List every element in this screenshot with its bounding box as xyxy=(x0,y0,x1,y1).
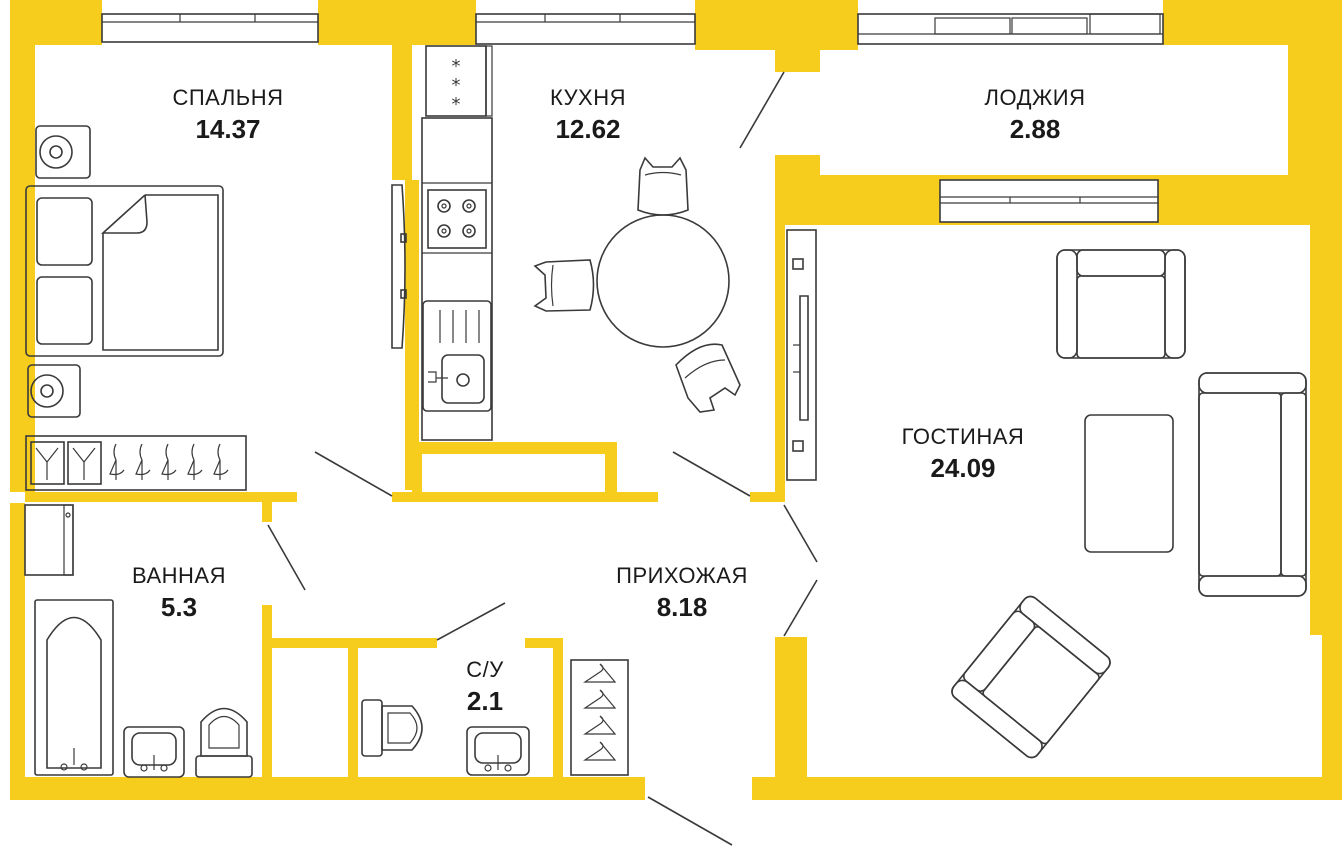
room-area: 14.37 xyxy=(195,114,261,144)
door-icon xyxy=(647,796,733,846)
hanger-icon xyxy=(583,663,617,683)
living-furniture xyxy=(786,229,1307,759)
bedroom-furniture xyxy=(25,125,407,491)
wardrobe-icon xyxy=(24,504,74,576)
hallway-furniture xyxy=(570,659,629,776)
hanger-icon xyxy=(583,715,617,735)
chair-icon xyxy=(675,343,741,413)
room-area: 24.09 xyxy=(930,453,996,483)
chair-icon xyxy=(637,156,689,216)
room-name: ЛОДЖИЯ xyxy=(984,85,1086,110)
sofa-icon xyxy=(1198,372,1307,597)
wc-furniture xyxy=(361,699,530,776)
window-icon xyxy=(939,179,1159,223)
stove-icon xyxy=(427,189,487,249)
windows xyxy=(101,13,1164,223)
door-icon xyxy=(739,71,785,149)
room-area: 5.3 xyxy=(160,592,198,622)
room-name: ВАННАЯ xyxy=(132,563,226,588)
hanger-icon xyxy=(583,689,617,709)
room-area: 2.88 xyxy=(1009,114,1061,144)
window-icon xyxy=(475,13,696,45)
kitchen-furniture: * * * xyxy=(421,45,741,441)
toilet-icon xyxy=(195,707,253,778)
room-label-kitchen: КУХНЯ 12.62 xyxy=(508,84,668,146)
svg-text:*: * xyxy=(452,94,461,115)
table-icon xyxy=(596,214,730,348)
bed-icon xyxy=(25,185,224,357)
armchair-icon xyxy=(1056,249,1186,359)
room-label-bathroom: ВАННАЯ 5.3 xyxy=(99,562,259,624)
svg-text:*: * xyxy=(452,75,461,96)
room-label-bedroom: СПАЛЬНЯ 14.37 xyxy=(148,84,308,146)
door-icon xyxy=(267,524,306,591)
room-name: ГОСТИНАЯ xyxy=(901,424,1025,449)
room-name: СПАЛЬНЯ xyxy=(172,85,284,110)
room-label-living: ГОСТИНАЯ 24.09 xyxy=(873,423,1053,485)
tv-unit-icon xyxy=(391,184,407,349)
room-label-wc: С/У 2.1 xyxy=(435,656,535,718)
sink-icon xyxy=(422,300,492,412)
table-icon xyxy=(1084,414,1174,553)
nightstand-icon xyxy=(27,364,81,418)
door-icon xyxy=(783,504,818,563)
sink-icon xyxy=(123,726,185,778)
svg-text:*: * xyxy=(452,56,461,77)
window-icon xyxy=(101,13,319,43)
bathroom-furniture xyxy=(24,504,253,778)
armchair-icon xyxy=(951,595,1111,759)
room-name: С/У xyxy=(466,657,504,682)
door-icon xyxy=(436,602,506,641)
room-area: 8.18 xyxy=(656,592,708,622)
toilet-icon xyxy=(361,699,423,757)
room-area: 12.62 xyxy=(555,114,621,144)
room-label-hallway: ПРИХОЖАЯ 8.18 xyxy=(592,562,772,624)
room-name: КУХНЯ xyxy=(550,85,626,110)
room-label-loggia: ЛОДЖИЯ 2.88 xyxy=(955,84,1115,146)
window-icon xyxy=(857,13,1164,45)
hanger-icon xyxy=(583,741,617,761)
room-name: ПРИХОЖАЯ xyxy=(616,563,748,588)
bathtub-icon xyxy=(34,599,114,776)
room-area: 2.1 xyxy=(466,686,504,716)
door-icon xyxy=(672,451,751,497)
tv-unit-icon xyxy=(786,229,817,481)
chair-icon xyxy=(533,259,595,312)
doors xyxy=(267,71,818,846)
wardrobe-icon xyxy=(25,435,247,491)
door-icon xyxy=(783,579,818,637)
stove-icon: * * * xyxy=(425,45,493,117)
nightstand-icon xyxy=(35,125,91,179)
wardrobe-icon xyxy=(570,659,629,776)
sink-icon xyxy=(466,726,530,776)
door-icon xyxy=(314,451,393,497)
